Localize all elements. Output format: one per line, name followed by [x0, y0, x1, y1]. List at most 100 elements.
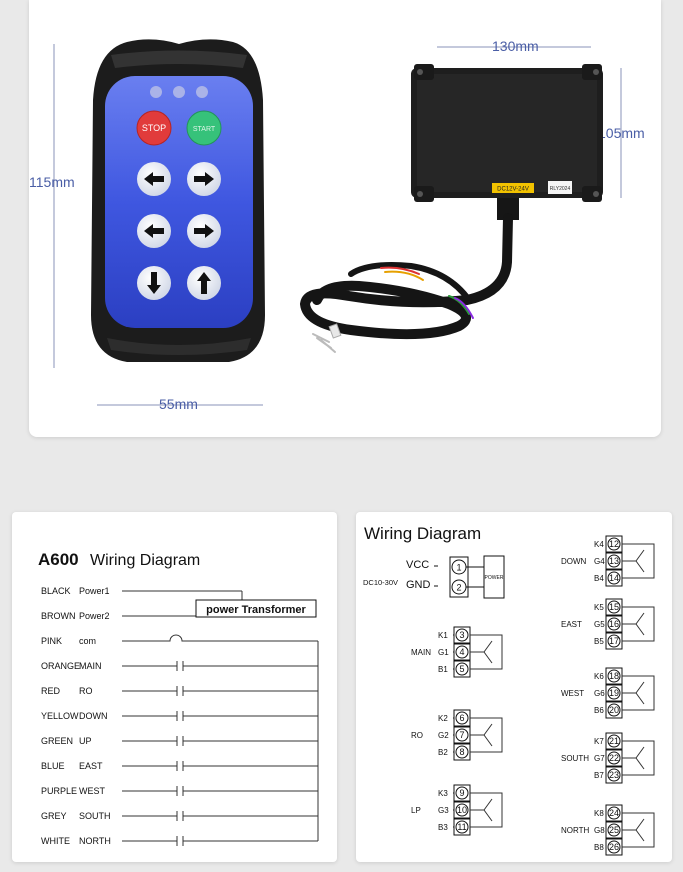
terminal-pin-number: 14 [609, 573, 619, 583]
terminal-pin [455, 745, 469, 759]
left-arrow-button-2[interactable] [137, 214, 171, 248]
wire-function-label: NORTH [79, 836, 111, 846]
relay-switch-arm [635, 612, 645, 625]
stop-button[interactable]: STOP [136, 110, 172, 146]
receiver-cable [299, 213, 513, 353]
start-button[interactable]: START [186, 110, 222, 146]
relay-frame [470, 717, 503, 753]
product-illustration: 115mm 55mm 130mm 105mm STO [29, 38, 645, 412]
relay-switch-arm [483, 798, 493, 811]
terminal-pin-number: 13 [609, 556, 619, 566]
terminal-label: B1 [438, 665, 448, 674]
wire-color-label: BROWN [41, 611, 76, 621]
terminal-pin-number: 19 [609, 688, 619, 698]
remote-height-label: 115mm [29, 174, 75, 190]
terminal-pin [455, 711, 469, 725]
svg-text:STOP: STOP [142, 123, 166, 133]
terminal-label: B7 [594, 771, 604, 780]
voltage-range-label: DC10-30V [363, 578, 398, 587]
terminal-pin-number: 20 [609, 705, 619, 715]
receiver-box: DC12V-24V RLY2024 [411, 64, 603, 220]
relay-switch-arm [635, 692, 645, 705]
terminal-label: B2 [438, 748, 448, 757]
wire-function-label: SOUTH [79, 811, 111, 821]
relay-switch-arm [635, 549, 645, 562]
right-arrow-button-1[interactable] [187, 162, 221, 196]
gnd-label: GND [406, 579, 431, 591]
receiver-width-label: 130mm [492, 38, 539, 54]
relay-frame [470, 634, 503, 670]
wire-function-label: UP [79, 736, 92, 746]
svg-text:DC12V-24V: DC12V-24V [497, 187, 529, 193]
arrow-right-icon [194, 224, 214, 238]
up-arrow-button[interactable] [187, 266, 221, 300]
remote-blue-face [105, 76, 253, 328]
terminal-group-name: WEST [561, 689, 584, 698]
wiring-diagram-title: Wiring Diagram [364, 524, 481, 543]
a600-title-text: Wiring Diagram [90, 552, 200, 569]
wire-color-label: WHITE [41, 836, 70, 846]
arrow-left-icon [144, 172, 164, 186]
wire-function-label: MAIN [79, 661, 102, 671]
wiring-diagram-svg: Wiring Diagram VCC GND DC10-30V 1 2 POWE… [363, 524, 655, 856]
relay-frame [622, 543, 655, 579]
terminal-label: G5 [594, 620, 605, 629]
terminal-pin [455, 645, 469, 659]
terminal-group-name: EAST [561, 620, 582, 629]
terminal-pin-number: 5 [459, 664, 464, 674]
terminal-pin-number: 6 [459, 713, 464, 723]
relay-switch-arm [635, 818, 645, 831]
power-block: VCC GND DC10-30V 1 2 POWER [363, 555, 505, 599]
terminal-label: G8 [594, 826, 605, 835]
arrow-up-icon [197, 272, 211, 294]
wire-color-label: BLACK [41, 586, 71, 596]
terminal-label: B5 [594, 637, 604, 646]
relay-frame [622, 606, 655, 642]
terminal-pin-number: 16 [609, 619, 619, 629]
terminal-pin-number: 15 [609, 602, 619, 612]
terminal-pin [607, 768, 621, 782]
terminal-group-name: RO [411, 731, 423, 740]
power-transformer-label: power Transformer [206, 604, 306, 616]
terminal-pin [607, 617, 621, 631]
svg-text:RLY2024: RLY2024 [550, 186, 571, 192]
relay-frame [622, 675, 655, 711]
terminal-label: K1 [438, 631, 448, 640]
wire-color-label: PINK [41, 636, 62, 646]
svg-text:START: START [193, 126, 216, 133]
power-pin-1: 1 [456, 563, 461, 573]
terminal-pin-number: 3 [459, 630, 464, 640]
terminal-group-name: NORTH [561, 826, 590, 835]
right-arrow-button-2[interactable] [187, 214, 221, 248]
terminal-label: B6 [594, 706, 604, 715]
relay-switch-arm [483, 640, 493, 653]
wire-color-label: BLUE [41, 761, 65, 771]
terminal-label: G7 [594, 754, 605, 763]
power-pin-2: 2 [456, 583, 461, 593]
relay-switch-arm [483, 809, 493, 822]
power-box-label: POWER [485, 575, 504, 581]
terminal-pin-number: 17 [609, 636, 619, 646]
terminal-label: B4 [594, 574, 604, 583]
indicator-led-3 [196, 86, 208, 98]
terminal-label: K3 [438, 789, 448, 798]
terminal-label: K8 [594, 809, 604, 818]
down-arrow-button[interactable] [137, 266, 171, 300]
relay-switch-arm [635, 560, 645, 573]
terminal-group-name: SOUTH [561, 754, 589, 763]
relay-frame [622, 740, 655, 776]
wire-color-label: ORANGE [41, 661, 80, 671]
com-wire [122, 634, 318, 642]
power-box [483, 555, 505, 599]
relay-switch-arm [635, 829, 645, 842]
terminal-pin [607, 751, 621, 765]
left-arrow-button-1[interactable] [137, 162, 171, 196]
terminal-pin [455, 662, 469, 676]
wire-function-label: EAST [79, 761, 103, 771]
